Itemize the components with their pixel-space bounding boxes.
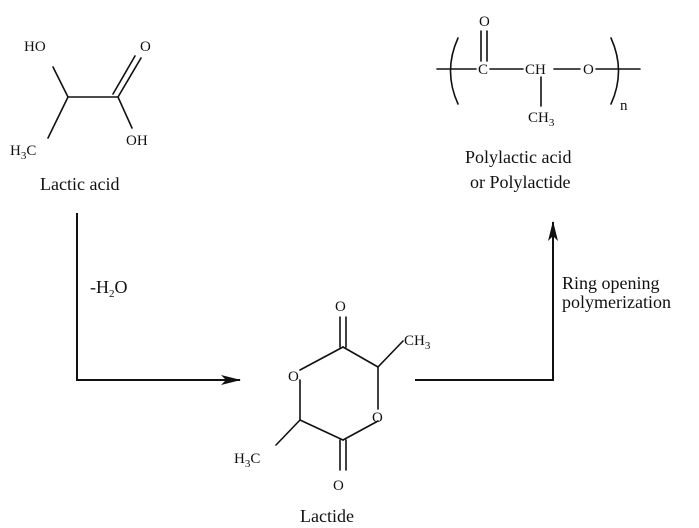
- lactic-acid-structure: HO O OH H3C: [10, 39, 151, 162]
- lactic-acid-label: Lactic acid: [40, 174, 119, 194]
- lactide-top-carbonyl-oxygen: O: [335, 299, 346, 315]
- polylactide-right-bracket: [610, 37, 620, 105]
- lactide-ring-oxygen-left: O: [288, 369, 299, 385]
- polylactide-carbonyl-carbon: C: [478, 62, 488, 78]
- polylactide-ch: CH: [525, 62, 546, 78]
- polymerization-arrow: [415, 221, 558, 381]
- lactide-methyl-bottom: H3C: [234, 451, 260, 470]
- polylactide-ester-oxygen: O: [583, 62, 594, 78]
- lactide-bottom-carbonyl-oxygen: O: [333, 478, 344, 494]
- dehydration-arrow: [76, 213, 241, 385]
- lactic-acid-acid-hydroxyl: OH: [126, 133, 148, 149]
- polymerization-label-line2: polymerization: [562, 292, 671, 312]
- polymerization-label-line1: Ring opening: [562, 273, 660, 293]
- dehydration-label: -H2O: [90, 277, 128, 300]
- polylactide-label-line2: or Polylactide: [470, 172, 570, 192]
- lactide-label: Lactide: [300, 506, 354, 526]
- polylactide-carbonyl-oxygen: O: [479, 14, 490, 30]
- polylactide-structure: O C CH O CH3 n: [436, 14, 641, 129]
- polylactide-label-line1: Polylactic acid: [465, 147, 571, 167]
- lactide-methyl-top: CH3: [404, 333, 431, 352]
- polylactide-methyl: CH3: [528, 110, 555, 129]
- polylactide-repeat-n: n: [620, 98, 628, 114]
- lactic-acid-hydroxyl: HO: [24, 39, 46, 55]
- lactic-acid-methyl: H3C: [10, 143, 36, 162]
- lactic-acid-carbonyl-oxygen: O: [140, 39, 151, 55]
- lactide-structure: O O O O CH3 H3C: [234, 299, 431, 494]
- lactide-ring-oxygen-right: O: [372, 410, 383, 426]
- polylactide-left-bracket: [449, 37, 459, 105]
